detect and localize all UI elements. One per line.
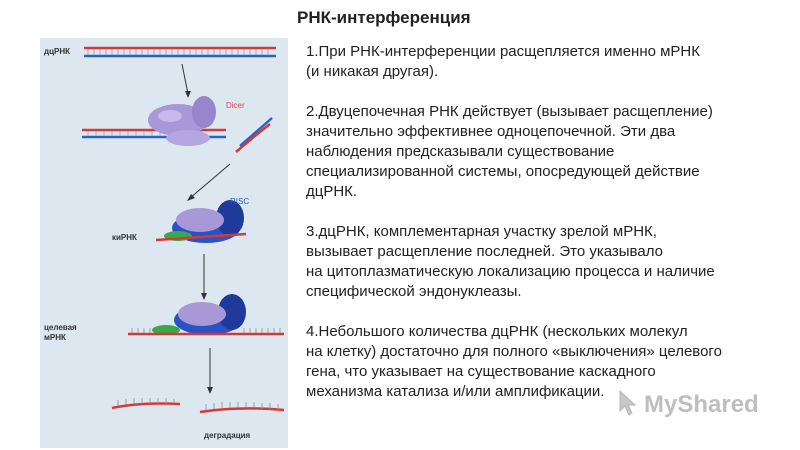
dsrna-duplex — [84, 46, 276, 58]
paragraph-4: 4.Небольшого количества дцРНК (нескольки… — [306, 323, 722, 400]
explanation-text: 1.При РНК-интерференции расщепляется име… — [306, 42, 786, 402]
myshared-watermark: MyShared — [618, 388, 759, 422]
arrow-down-icon — [207, 348, 213, 394]
dicer-enzyme — [148, 96, 216, 146]
mouse-cursor-icon — [618, 389, 640, 422]
risc-label: RISC — [230, 197, 249, 206]
degradation-label: деградация — [204, 431, 251, 440]
target-mrna-label-line1: целевая — [44, 323, 77, 332]
dicer-step — [82, 96, 273, 153]
degraded-fragments — [111, 398, 285, 414]
target-binding-step — [128, 294, 284, 336]
arrow-diagonal-icon — [187, 163, 231, 201]
rnai-figure: дцРНК — [40, 38, 288, 448]
risc-step — [155, 200, 247, 243]
paragraph-1: 1.При РНК-интерференции расщепляется име… — [306, 43, 700, 80]
sirna-label: киРНК — [112, 233, 137, 242]
watermark-text: MyShared — [644, 391, 759, 418]
arrow-down-icon — [181, 63, 191, 98]
slide-title: РНК-интерференция — [297, 8, 471, 27]
dsrna-label: дцРНК — [44, 47, 70, 56]
paragraph-3: 3.дцРНК, комплементарная участку зрелой … — [306, 223, 715, 300]
dicer-label: Dicer — [226, 101, 245, 110]
arrow-down-icon — [201, 254, 207, 300]
paragraph-2: 2.Двуцепочечная РНК действует (вызывает … — [306, 103, 713, 200]
target-mrna-label-line2: мРНК — [44, 333, 66, 342]
